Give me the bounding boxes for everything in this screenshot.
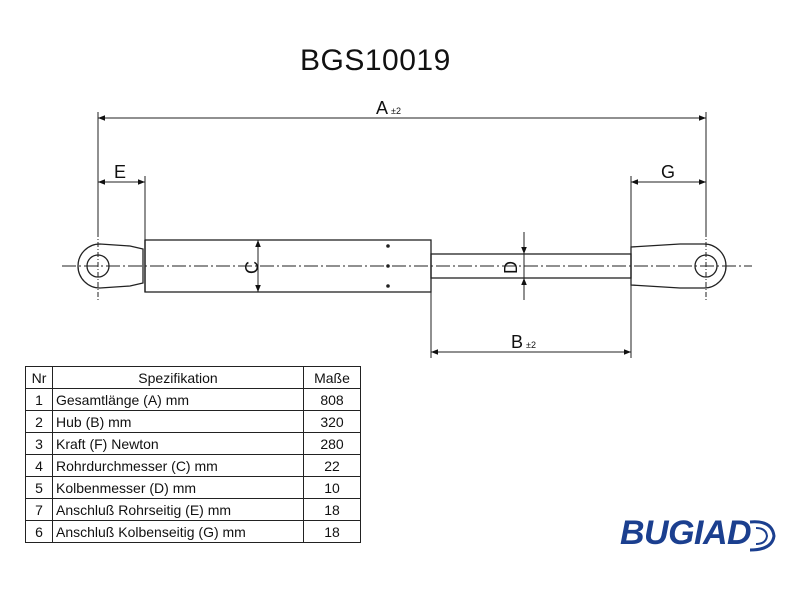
table-row: 5 Kolbenmesser (D) mm 10 (25, 476, 361, 499)
row-spec: Gesamtlänge (A) mm (52, 388, 304, 411)
part-number-title: BGS10019 (300, 44, 451, 77)
crimp-dots (386, 244, 390, 288)
row-nr: 1 (25, 388, 53, 411)
header-nr: Nr (25, 366, 53, 389)
row-nr: 7 (25, 498, 53, 521)
row-nr: 6 (25, 520, 53, 543)
row-nr: 2 (25, 410, 53, 433)
row-value: 320 (303, 410, 361, 433)
dimension-e (98, 176, 146, 240)
table-row: 2 Hub (B) mm 320 (25, 410, 361, 433)
spec-table: Nr Spezifikation Maße 1 Gesamtlänge (A) … (25, 366, 361, 543)
table-row: 3 Kraft (F) Newton 280 (25, 432, 361, 455)
row-value: 280 (303, 432, 361, 455)
dimension-d-label: D (501, 261, 521, 274)
dimension-g (630, 176, 706, 247)
dimension-b-tolerance: ±2 (526, 340, 536, 350)
bugiad-logo: BUGIAD (620, 510, 780, 560)
dimension-a-tolerance: ±2 (391, 106, 401, 116)
table-row: 1 Gesamtlänge (A) mm 808 (25, 388, 361, 411)
brand-name: BUGIAD (620, 514, 752, 552)
row-spec: Anschluß Kolbenseitig (G) mm (52, 520, 304, 543)
row-spec: Rohrdurchmesser (C) mm (52, 454, 304, 477)
row-nr: 3 (25, 432, 53, 455)
row-spec: Kraft (F) Newton (52, 432, 304, 455)
row-nr: 4 (25, 454, 53, 477)
brand-swoosh-icon (749, 520, 776, 552)
header-value: Maße (303, 366, 361, 389)
row-value: 10 (303, 476, 361, 499)
row-spec: Hub (B) mm (52, 410, 304, 433)
table-row: 6 Anschluß Kolbenseitig (G) mm 18 (25, 520, 361, 543)
table-row: 7 Anschluß Rohrseitig (E) mm 18 (25, 498, 361, 521)
row-value: 22 (303, 454, 361, 477)
row-value: 18 (303, 520, 361, 543)
dimension-g-label: G (661, 162, 675, 182)
dimension-a (97, 112, 707, 232)
dimension-a-label: A (376, 98, 388, 118)
dimension-c-label: C (242, 261, 262, 274)
dimension-b (430, 278, 632, 358)
row-value: 18 (303, 498, 361, 521)
spec-table-header: Nr Spezifikation Maße (25, 366, 361, 389)
row-nr: 5 (25, 476, 53, 499)
header-spec: Spezifikation (52, 366, 304, 389)
dimension-b-label: B (511, 332, 523, 352)
table-row: 4 Rohrdurchmesser (C) mm 22 (25, 454, 361, 477)
dimension-e-label: E (114, 162, 126, 182)
row-value: 808 (303, 388, 361, 411)
row-spec: Kolbenmesser (D) mm (52, 476, 304, 499)
row-spec: Anschluß Rohrseitig (E) mm (52, 498, 304, 521)
